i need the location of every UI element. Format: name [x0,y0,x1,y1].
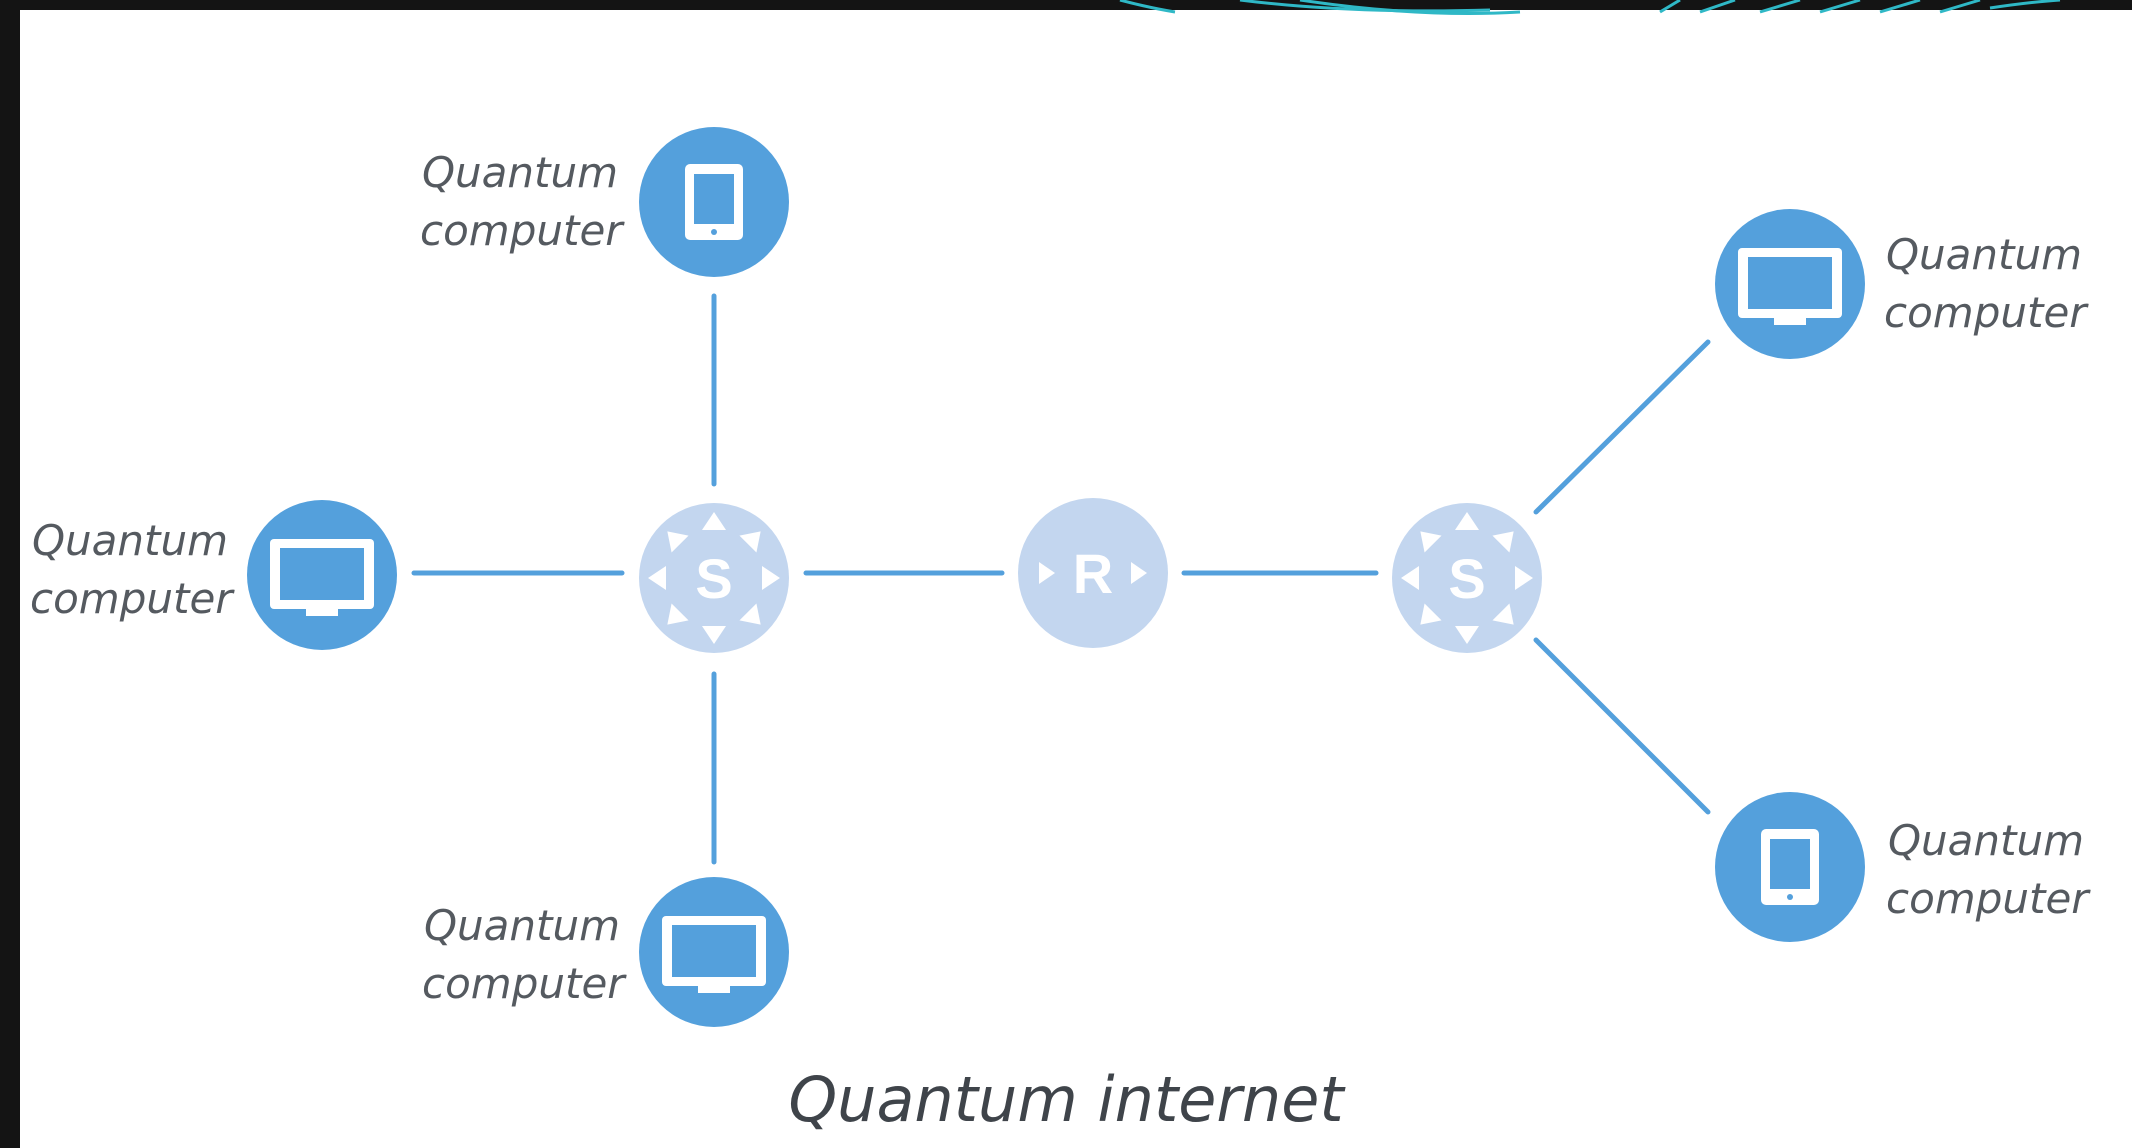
swoosh-line-2 [1239,0,1491,13]
swoosh-line-1 [1119,0,1176,14]
switch-1-hub: S [639,503,789,653]
computer-right-top-label-line2: computer [1884,288,2087,337]
computer-right-bottom-label-line1: Quantum [1887,816,2085,865]
computer-top-label-line1: Quantum [421,148,619,197]
network-links [411,293,1711,865]
computer-top-node [639,127,789,277]
computer-left-label-line2: computer [30,574,233,623]
swoosh-line-3 [1299,0,1521,15]
router-letter: R [1073,542,1113,605]
swoosh-line-5 [1699,0,1736,14]
link-switch-2-to-right-top [1533,339,1711,515]
monitor-icon [662,916,766,993]
swoosh-line-8 [1879,0,1921,14]
computer-right-top-label: Quantum computer [1884,226,2087,342]
swoosh-line-4 [1659,0,1681,14]
computer-top-label: Quantum computer [420,144,623,260]
router-hub: R [1018,498,1168,648]
computer-bottom-label: Quantum computer [422,897,625,1013]
swoosh-line-7 [1819,0,1861,14]
computer-top-label-line2: computer [420,206,623,255]
tablet-icon [685,164,743,240]
monitor-icon [1738,248,1842,325]
computer-right-bottom-node [1715,792,1865,942]
switch-2-hub: S [1392,503,1542,653]
swoosh-line-9 [1939,0,1981,14]
tablet-icon [1761,829,1819,905]
switch-2-arrows-icon [1401,512,1533,644]
switch-2-letter: S [1448,547,1485,610]
computer-right-bottom-label: Quantum computer [1886,812,2089,928]
computer-left-node [247,500,397,650]
switch-1-letter: S [695,547,732,610]
decorative-swoosh [1119,0,2061,15]
computer-right-top-node [1715,209,1865,359]
computer-bottom-label-line1: Quantum [423,901,621,950]
router-circle [1018,498,1168,648]
swoosh-line-10 [1989,0,2061,10]
computer-bottom-label-line2: computer [422,959,625,1008]
swoosh-line-6 [1759,0,1801,14]
diagram-title: Quantum internet [788,1063,1344,1136]
computer-bottom-node [639,877,789,1027]
switch-1-arrows-icon [648,512,780,644]
computer-left-label: Quantum computer [30,512,233,628]
computer-right-bottom-label-line2: computer [1886,874,2089,923]
computer-right-top-label-line1: Quantum [1885,230,2083,279]
monitor-icon [270,539,374,616]
computer-left-label-line1: Quantum [31,516,229,565]
link-switch-2-to-right-bottom [1533,637,1711,815]
router-arrows-icon [1039,562,1147,584]
